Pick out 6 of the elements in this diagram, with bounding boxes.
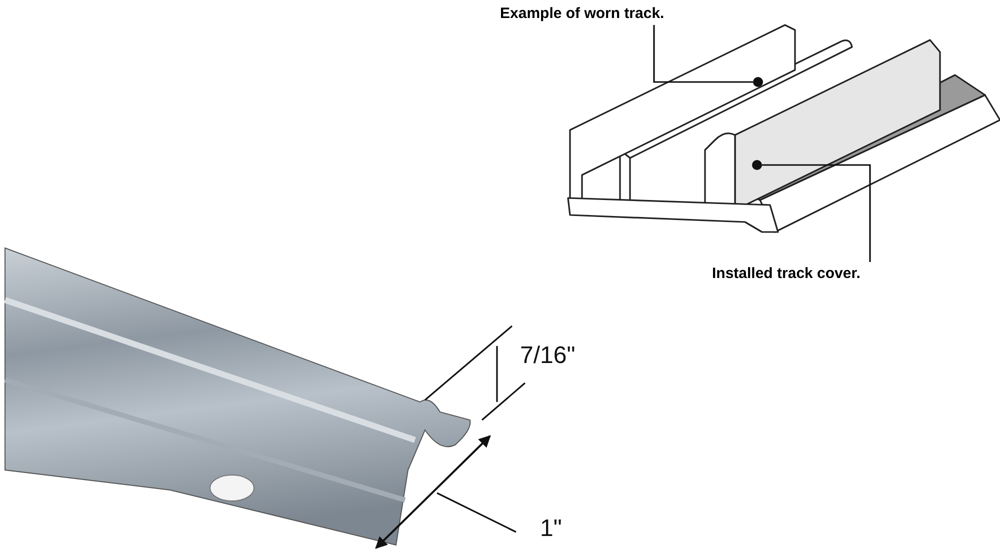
leader-line [653, 25, 753, 83]
callout-text: Example of worn track. [500, 3, 664, 25]
dimension-label: 7/16" [520, 342, 576, 370]
dimension-label: 1" [540, 515, 562, 543]
callout-text: Installed track cover. [712, 262, 860, 286]
leader-line [762, 164, 871, 262]
